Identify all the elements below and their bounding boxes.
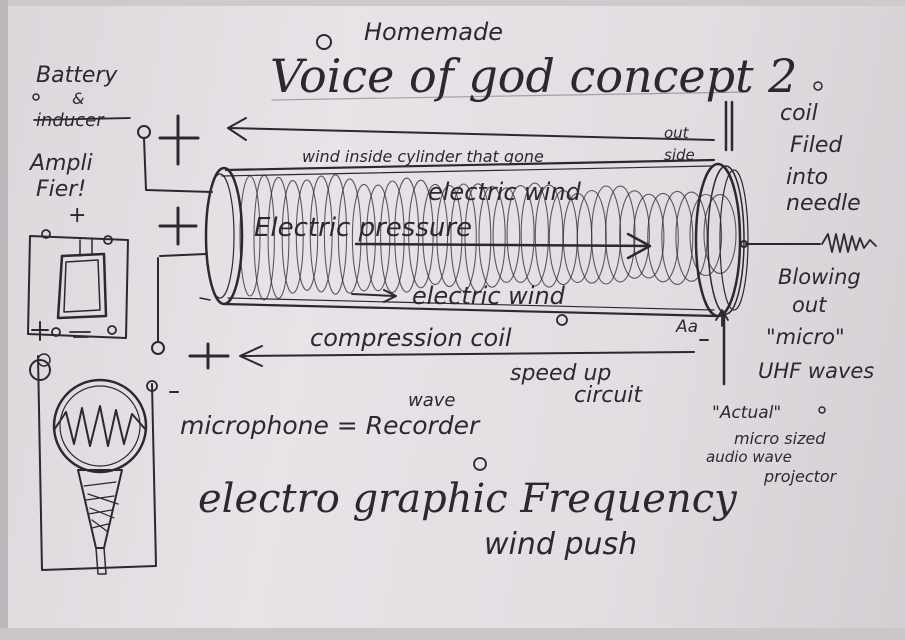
- coil-loop: [408, 179, 434, 289]
- coil-loop: [366, 184, 391, 292]
- coil-loop: [309, 175, 333, 293]
- aa-label: Aa: [675, 317, 698, 337]
- uhf-waves-label: UHF waves: [758, 359, 874, 383]
- coil-loop: [436, 185, 463, 288]
- wind-inside-label: wind inside cylinder that gone: [302, 147, 544, 166]
- amp-plus: +: [68, 203, 86, 228]
- battery-dot: [32, 93, 40, 101]
- coil-loop: [394, 177, 420, 293]
- microphone-drawing: [29, 353, 158, 575]
- coil-loop: [661, 190, 694, 285]
- coil-bullet: [556, 314, 568, 326]
- micro-sized-label: micro sized: [734, 429, 826, 448]
- arrow-wind-inside: [227, 117, 715, 141]
- arrow-electric-wind: [351, 289, 397, 303]
- coil-loop: [675, 191, 708, 282]
- coil-loop: [591, 185, 622, 285]
- title-underline: [271, 91, 749, 101]
- compression-coil-label: compression coil: [310, 324, 512, 352]
- blowing-out-label: out: [792, 293, 827, 317]
- terminal-plus-top: [158, 114, 200, 166]
- coil-note-bullet: [813, 81, 823, 91]
- actual-bullet: [818, 406, 826, 414]
- arrow-up-small: [715, 309, 729, 327]
- fier-label: Fier!: [36, 177, 86, 202]
- uhf-squiggle: [821, 233, 877, 253]
- filed-label: Filed: [790, 133, 843, 158]
- audio-wave-label: audio wave: [706, 448, 792, 466]
- coil-loop: [239, 175, 261, 297]
- coil-loop: [619, 190, 650, 279]
- micro-label: "micro": [766, 325, 845, 349]
- terminal-plus-bottom: [188, 342, 230, 370]
- coil-loop: [422, 183, 449, 286]
- into-label: into: [786, 165, 828, 190]
- coil-loop: [337, 178, 362, 294]
- coil-loop: [605, 185, 636, 283]
- coil-loop: [267, 176, 290, 299]
- amplifier-box: [27, 229, 129, 341]
- inducer-strikethrough: [33, 117, 131, 121]
- electric-wind-top-label: electric wind: [428, 178, 582, 206]
- coil-loop: [450, 183, 477, 292]
- speed-up-label: speed up: [510, 361, 611, 386]
- coil-loop: [464, 183, 492, 293]
- battery-and: &: [72, 89, 84, 108]
- coil-loop: [323, 174, 348, 295]
- coil-loop: [380, 180, 405, 294]
- microphone-recorder-label: microphone = Recorder: [180, 411, 481, 440]
- needle-label: needle: [786, 191, 861, 216]
- bottom-bullet: [473, 457, 487, 471]
- electric-wind-bottom-label: electric wind: [412, 282, 566, 310]
- coil-loop: [703, 194, 737, 274]
- coil-label: coil: [780, 101, 818, 126]
- title-bullet: [316, 34, 332, 50]
- coil-loop: [281, 180, 304, 294]
- coil-loop: [576, 189, 607, 284]
- title-homemade: Homemade: [364, 18, 503, 46]
- paper-top-edge: [0, 0, 905, 6]
- inducer-label: inducer: [36, 110, 105, 131]
- coil-loop: [633, 193, 665, 279]
- terminal-minus-top: [724, 100, 734, 152]
- electric-pressure-label: Electric pressure: [254, 213, 472, 243]
- blowing-label: Blowing: [778, 265, 861, 289]
- battery-label: Battery: [36, 63, 118, 88]
- paper-left-edge: [0, 0, 8, 640]
- coil-windings: [239, 174, 737, 301]
- coil-loop: [689, 193, 723, 277]
- actual-label: "Actual": [712, 403, 781, 423]
- terminal-plus-mid: [158, 206, 198, 246]
- coil-loop: [478, 185, 506, 288]
- left-wires: [137, 125, 213, 355]
- arrow-electric-pressure: [354, 232, 652, 260]
- coil-loop: [520, 182, 549, 287]
- ampli-label: Ampli: [28, 151, 93, 176]
- coil-loop: [506, 185, 535, 283]
- coil-loop: [295, 179, 319, 291]
- electrographic-frequency-label: electro graphic Frequency: [198, 476, 738, 522]
- coil-loop: [253, 174, 275, 301]
- side-label: side: [664, 146, 695, 164]
- coil-loop: [351, 183, 376, 292]
- coil-loop: [492, 187, 521, 283]
- projector-label: projector: [763, 467, 838, 486]
- cylinder-body: [204, 158, 749, 318]
- wind-push-label: wind push: [484, 527, 637, 562]
- circuit-label: circuit: [574, 383, 643, 408]
- coil-loop: [647, 192, 679, 283]
- page-bottom-strip: [0, 628, 905, 640]
- arrow-compression: [239, 345, 695, 367]
- title-main: Voice of god concept 2: [270, 49, 797, 103]
- out-label: out: [664, 124, 690, 142]
- wave-label: wave: [408, 390, 455, 411]
